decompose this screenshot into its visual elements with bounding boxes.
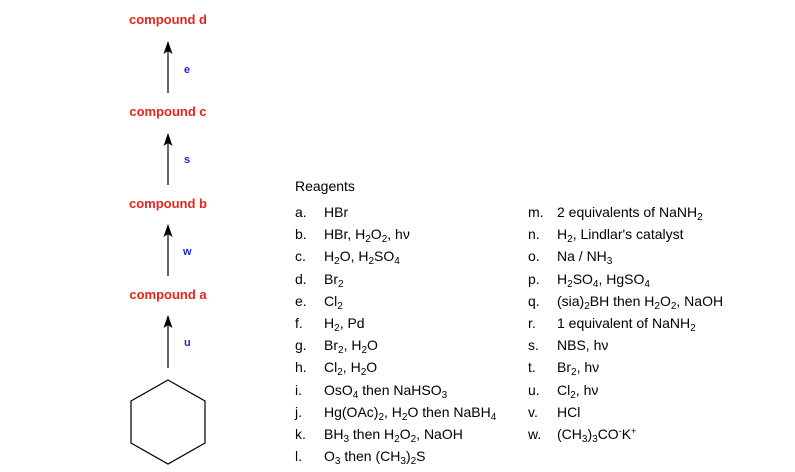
reagent-text: Br2	[324, 270, 344, 290]
step-s-label: s	[184, 154, 191, 166]
reagent-letter: e.	[295, 292, 307, 309]
reagents-title: Reagents	[295, 178, 355, 194]
reagent-letter: f.	[295, 314, 303, 331]
reagent-text: Cl2, H2O	[324, 359, 378, 379]
reagent-letter: r.	[528, 314, 536, 331]
reagent-text: 1 equivalent of NaNH2	[557, 314, 696, 334]
compound-d-label: compound d	[129, 12, 207, 27]
reagent-letter: l.	[295, 448, 302, 465]
reagent-letter: h.	[295, 359, 307, 376]
reagent-letter: q.	[528, 292, 540, 309]
reagent-text: H2, Lindlar's catalyst	[557, 226, 684, 246]
reagent-text: H2SO4, HgSO4	[557, 270, 650, 290]
reagent-text: HBr	[324, 204, 349, 220]
step-e-label: e	[184, 64, 191, 76]
arrowhead-w	[163, 224, 173, 237]
reagent-letter: w.	[528, 425, 542, 442]
reagent-letter: u.	[528, 381, 540, 398]
arrowhead-e	[163, 41, 173, 54]
reagent-text: H2, Pd	[324, 314, 365, 334]
reagent-letter: a.	[295, 204, 307, 220]
reagent-letter: m.	[528, 204, 544, 220]
step-u-label: u	[184, 337, 191, 349]
reagent-text: Br2, H2O	[324, 337, 378, 357]
reagent-letter: p.	[528, 270, 540, 287]
reagent-text: Hg(OAc)2, H2O then NaBH4	[324, 403, 497, 423]
reagent-text: OsO4 then NaHSO3	[324, 381, 448, 401]
reagent-letter: b.	[295, 226, 307, 243]
reagent-text: Br2, hν	[557, 359, 600, 379]
reagent-letter: n.	[528, 226, 540, 243]
arrowhead-u	[163, 315, 173, 328]
reagent-text: Cl2, hν	[557, 381, 599, 401]
reagent-letter: v.	[528, 403, 538, 420]
reagent-text: NBS, hν	[557, 337, 609, 354]
step-w-label: w	[183, 246, 192, 258]
reagent-text: HBr, H2O2, hν	[324, 226, 410, 246]
reagent-letter: d.	[295, 270, 307, 287]
reagent-text: 2 equivalents of NaNH2	[557, 204, 703, 223]
reagent-text: H2O, H2SO4	[324, 248, 400, 268]
reagent-letter: j.	[295, 403, 302, 420]
reagent-text: BH3 then H2O2, NaOH	[324, 425, 463, 445]
compound-c-label: compound c	[129, 104, 207, 119]
arrowhead-s	[163, 133, 173, 146]
reagent-letter: i.	[295, 381, 302, 398]
reagent-letter: c.	[295, 248, 306, 265]
reagent-letter: s.	[528, 337, 539, 354]
reagent-letter: t.	[528, 359, 536, 376]
reagent-letter: g.	[295, 337, 307, 354]
compound-b-label: compound b	[129, 196, 207, 211]
reagent-text: Na / NH3	[557, 248, 613, 268]
compound-a-label: compound a	[129, 287, 207, 302]
reagent-text: O3 then (CH3)2S	[324, 448, 426, 468]
reagent-text: (sia)2BH then H2O2, NaOH	[557, 292, 724, 312]
reagent-letter: o.	[528, 248, 540, 265]
cyclohexane-ring	[130, 379, 206, 465]
reagent-letter: k.	[295, 425, 306, 442]
reagent-text: HCl	[557, 403, 581, 420]
reagent-text: Cl2	[324, 292, 343, 312]
reagent-text: (CH3)3CO-K+	[557, 425, 637, 445]
